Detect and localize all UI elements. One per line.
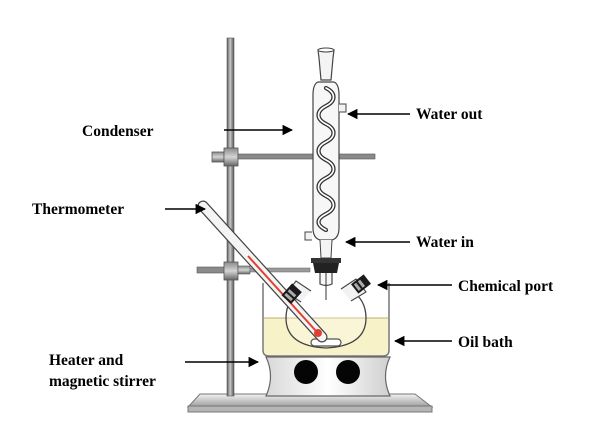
stand-base	[186, 393, 434, 413]
label-heater-line1: Heater and	[49, 352, 124, 369]
support-rod	[226, 37, 235, 397]
condenser-clamp	[211, 147, 376, 167]
label-oil-bath: Oil bath	[458, 334, 513, 351]
label-thermometer: Thermometer	[32, 201, 124, 218]
label-water-in: Water in	[416, 234, 474, 251]
label-heater-line2: magnetic stirrer	[49, 373, 156, 390]
condenser	[304, 47, 347, 259]
flask-clamp	[196, 261, 311, 281]
label-water-out: Water out	[416, 106, 483, 123]
label-chemical-port: Chemical port	[458, 278, 554, 295]
thermometer	[197, 200, 328, 343]
heater-stirrer	[265, 356, 391, 397]
label-condenser: Condenser	[82, 123, 154, 140]
